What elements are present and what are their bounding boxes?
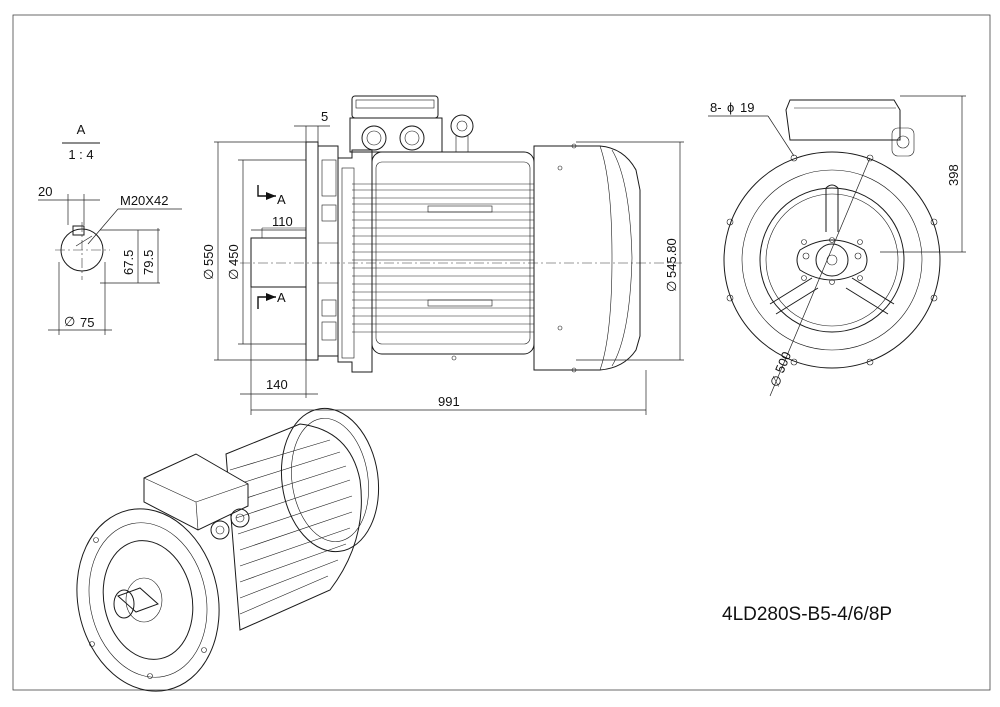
dia-symbol-450: ∅ xyxy=(226,269,241,280)
dim-shaft-len: 110 xyxy=(272,214,293,229)
dim-total-length: 991 xyxy=(438,394,460,409)
dim-flange-offset: 140 xyxy=(266,377,288,392)
bolt-hole xyxy=(790,358,798,366)
bolt-hole xyxy=(726,218,734,226)
end-view: 8- ϕ 19 398 ∅ 500 xyxy=(708,95,966,397)
bolt-hole xyxy=(866,358,874,366)
dim-key-width: 20 xyxy=(38,184,52,199)
iso-flange xyxy=(76,508,220,692)
dim-shaft-dia: 75 xyxy=(80,315,94,330)
dim-spigot-dia: 450 xyxy=(226,244,241,266)
side-view: 5 ∅ 550 ∅ 450 A A 110 140 991 xyxy=(201,95,685,415)
bolt-hole xyxy=(930,294,938,302)
dim-height-398: 398 xyxy=(946,164,961,186)
bolt-hole xyxy=(726,294,734,302)
flange-outer-circle xyxy=(723,151,941,369)
dim-gap-5: 5 xyxy=(321,109,328,124)
dim-pcd: 500 xyxy=(772,349,794,375)
bolt-hole xyxy=(866,154,874,162)
fan-cover xyxy=(533,145,641,371)
holes-count: 8- xyxy=(710,100,722,115)
dim-thread: M20X42 xyxy=(120,193,168,208)
dim-body-dia: 545.80 xyxy=(664,238,679,278)
bolt-hole xyxy=(930,218,938,226)
flange xyxy=(305,141,319,361)
detail-label: A xyxy=(77,122,86,137)
detail-a-view: A 1 : 4 20 M20X42 67.5 79.5 ∅ 75 xyxy=(38,122,182,335)
dim-flange-dia: 550 xyxy=(201,244,216,266)
section-a-bottom: A xyxy=(277,290,286,305)
terminal-box xyxy=(351,95,439,119)
section-a-top: A xyxy=(277,192,286,207)
drawing-border xyxy=(12,14,991,691)
dia-symbol-500: ∅ xyxy=(767,373,785,389)
dia-symbol-550: ∅ xyxy=(201,269,216,280)
isometric-view xyxy=(76,407,380,692)
phi-symbol: ϕ xyxy=(727,100,734,115)
bolt-hole xyxy=(790,154,798,162)
dia-symbol-545: ∅ xyxy=(664,281,679,292)
detail-scale: 1 : 4 xyxy=(68,147,93,162)
dim-67-5: 67.5 xyxy=(121,250,136,275)
shaft xyxy=(250,237,307,288)
dia-symbol-75: ∅ xyxy=(64,314,75,329)
dim-79-5: 79.5 xyxy=(141,250,156,275)
model-title: 4LD280S-B5-4/6/8P xyxy=(722,604,892,625)
dim-hole-dia: 19 xyxy=(740,100,754,115)
cooling-fins xyxy=(352,183,534,333)
